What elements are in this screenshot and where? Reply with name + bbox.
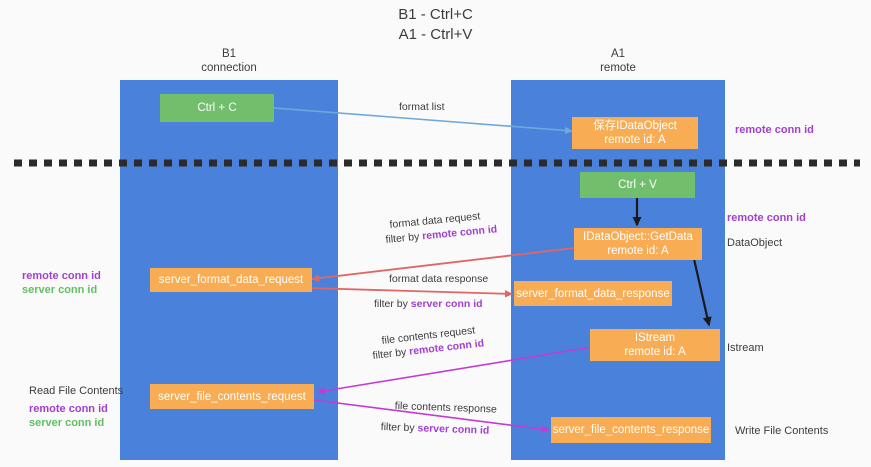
column-header-a1-sub: remote bbox=[600, 62, 636, 74]
title-line-2: A1 - Ctrl+V bbox=[398, 26, 473, 43]
box-istream-line1: IStream bbox=[634, 332, 676, 344]
arrow-label-format-data-response: format data response bbox=[389, 273, 488, 286]
label-write-file-contents: Write File Contents bbox=[735, 424, 828, 438]
arrow-format-data-request bbox=[311, 247, 575, 282]
box-ctrl-v[interactable]: Ctrl + V bbox=[580, 172, 695, 198]
arrow-format-list bbox=[273, 107, 573, 135]
box-server-file-contents-response[interactable]: server_file_contents_response bbox=[551, 417, 711, 443]
label-server-conn-id-left-2-text: server conn id bbox=[29, 417, 105, 429]
box-save-idataobject-line1: 保存IDataObject bbox=[593, 120, 677, 132]
box-server-file-contents-request[interactable]: server_file_contents_request bbox=[150, 384, 314, 409]
arrow-label-file-contents-response-text: file contents response bbox=[394, 400, 498, 416]
column-header-b1-sub: connection bbox=[201, 62, 257, 74]
box-server-format-data-request-label: server_format_data_request bbox=[158, 274, 304, 286]
arrow-file-contents-request bbox=[317, 346, 593, 395]
label-remote-conn-id-left-2: remote conn id bbox=[29, 402, 108, 416]
filter-key-server-conn-id: server conn id bbox=[410, 298, 483, 310]
box-save-idataobject[interactable]: 保存IDataObject remote id: A bbox=[572, 117, 698, 149]
box-server-format-data-response-label: server_format_data_response bbox=[516, 287, 670, 300]
box-server-file-contents-response-label: server_file_contents_response bbox=[552, 424, 710, 436]
label-dataobject: DataObject bbox=[727, 236, 782, 250]
box-server-format-data-request[interactable]: server_format_data_request bbox=[150, 268, 312, 292]
label-server-conn-id-left-2: server conn id bbox=[29, 416, 104, 430]
label-read-file-contents: Read File Contents bbox=[29, 384, 123, 398]
box-server-format-data-response[interactable]: server_format_data_response bbox=[514, 281, 672, 306]
label-dataobject-text: DataObject bbox=[727, 237, 783, 249]
label-server-conn-id-left-text: server conn id bbox=[22, 284, 98, 296]
filter-prefix-4: filter by bbox=[380, 421, 418, 435]
box-server-file-contents-request-label: server_file_contents_request bbox=[158, 390, 306, 403]
label-server-conn-id-left: server conn id bbox=[22, 283, 97, 297]
column-header-b1: B1 connection bbox=[120, 47, 338, 75]
arrow-file-contents-response bbox=[313, 399, 550, 433]
label-istream: Istream bbox=[727, 341, 764, 355]
box-ctrl-c[interactable]: Ctrl + C bbox=[160, 94, 274, 122]
box-istream[interactable]: IStream remote id: A bbox=[590, 329, 720, 361]
filter-prefix-2: filter by bbox=[374, 298, 411, 310]
filter-key-server-conn-id-2: server conn id bbox=[417, 422, 490, 437]
box-idataobject-getdata[interactable]: IDataObject::GetData remote id: A bbox=[574, 228, 702, 260]
column-header-b1-name: B1 bbox=[221, 48, 237, 60]
title-line-1: B1 - Ctrl+C bbox=[398, 6, 473, 23]
label-remote-conn-id-top-right-text: remote conn id bbox=[735, 124, 814, 136]
label-istream-text: Istream bbox=[727, 342, 764, 354]
arrow-label-format-list-text: format list bbox=[399, 101, 445, 113]
arrow-getdata-to-istream bbox=[692, 258, 712, 327]
box-ctrl-c-label: Ctrl + C bbox=[197, 102, 237, 114]
arrow-label-format-data-response-text: format data response bbox=[389, 273, 489, 285]
label-write-file-contents-text: Write File Contents bbox=[735, 425, 829, 437]
page-title: B1 - Ctrl+C A1 - Ctrl+V bbox=[0, 5, 871, 45]
column-header-a1: A1 remote bbox=[511, 47, 725, 75]
label-remote-conn-id-top-right: remote conn id bbox=[735, 123, 814, 137]
label-remote-conn-id-mid-right-text: remote conn id bbox=[727, 212, 806, 224]
box-idataobject-getdata-line2: remote id: A bbox=[607, 245, 669, 257]
column-header-a1-name: A1 bbox=[610, 48, 626, 60]
arrow-format-data-response bbox=[307, 287, 513, 298]
box-ctrl-v-label: Ctrl + V bbox=[618, 179, 657, 191]
arrow-label-format-list: format list bbox=[399, 101, 445, 114]
arrow-label-format-data-response-filter: filter by server conn id bbox=[374, 298, 483, 311]
label-remote-conn-id-mid-right: remote conn id bbox=[727, 211, 806, 225]
label-remote-conn-id-left: remote conn id bbox=[22, 269, 101, 283]
box-istream-line2: remote id: A bbox=[624, 346, 686, 358]
box-save-idataobject-line2: remote id: A bbox=[604, 134, 666, 146]
label-remote-conn-id-left-2-text: remote conn id bbox=[29, 403, 108, 415]
box-idataobject-getdata-line1: IDataObject::GetData bbox=[583, 231, 693, 243]
label-remote-conn-id-left-text: remote conn id bbox=[22, 270, 101, 282]
filter-prefix: filter by bbox=[385, 230, 423, 246]
label-read-file-contents-text: Read File Contents bbox=[29, 385, 124, 397]
